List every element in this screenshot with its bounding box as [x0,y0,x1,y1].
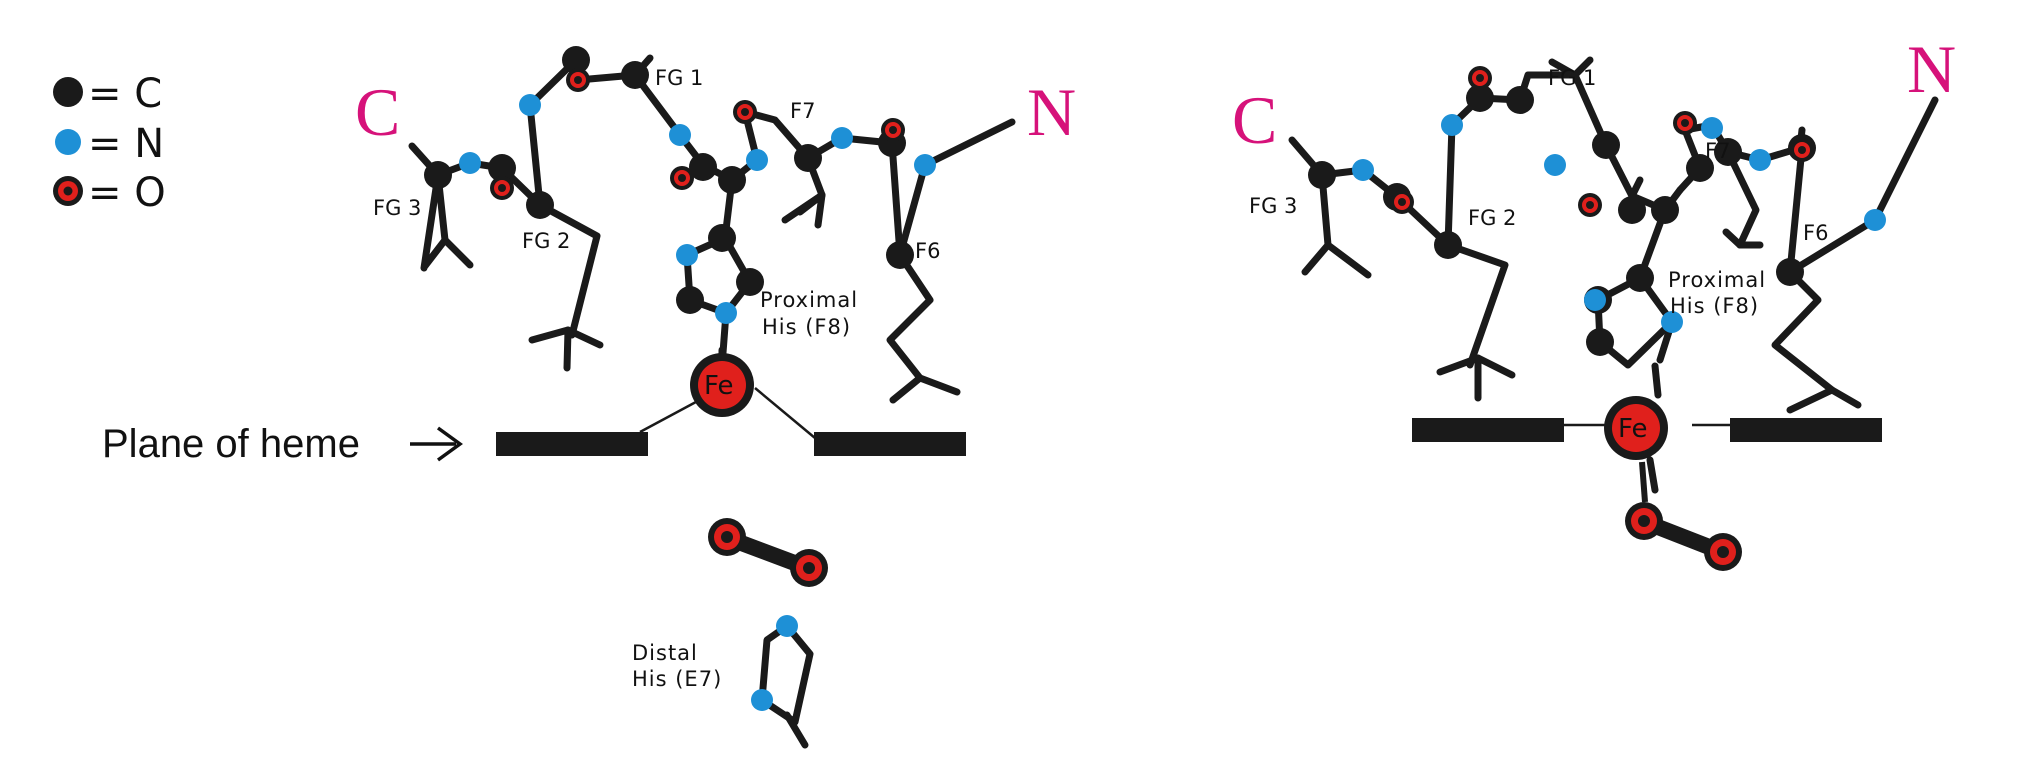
right-iron-label: Fe [1618,414,1648,444]
plane-arrow-icon [410,426,463,462]
right-molecule [1288,56,1939,494]
plane-of-heme-label: Plane of heme [102,422,360,466]
legend-nitrogen-icon [55,129,81,155]
left-iron-label: Fe [704,371,734,401]
right-fg2-label: FG 2 [1468,206,1516,230]
legend-nitrogen-label: = N [88,121,164,167]
left-n-terminus-label: N [1027,74,1076,150]
legend-carbon-label: = C [88,71,162,117]
distal-his-ring [751,615,814,749]
right-fg1-label: FG 1 [1548,66,1596,90]
left-f6-label: F6 [915,239,940,263]
legend-oxygen-label: = O [88,170,166,216]
distal-his-line2: His (E7) [632,667,722,691]
right-f6-label: F6 [1803,221,1828,245]
right-iron-atom [1604,396,1668,460]
left-iron-atom [690,346,754,417]
legend: = C = N = O [53,71,166,216]
legend-oxygen-icon [53,176,83,206]
right-n-terminus-label: N [1907,31,1956,107]
left-c-terminus-label: C [355,74,400,150]
right-c-terminus-label: C [1232,82,1277,158]
right-bound-o2 [1625,461,1742,571]
right-proximal-his-line1: Proximal [1668,268,1766,292]
left-f7-label: F7 [790,99,815,123]
right-fg3-label: FG 3 [1249,194,1297,218]
left-proximal-his-line2: His (F8) [762,315,851,339]
right-f7-label: F7 [1705,139,1730,163]
left-molecule [380,40,1100,420]
left-fg1-label: FG 1 [655,66,703,90]
left-fg2-label: FG 2 [522,229,570,253]
right-proximal-his-line2: His (F8) [1670,294,1759,318]
left-proximal-his-line1: Proximal [760,288,858,312]
distal-his-line1: Distal [632,641,698,665]
legend-carbon-icon [53,77,83,107]
right-heme-plane [1412,418,1882,442]
left-fg3-label: FG 3 [373,196,421,220]
left-free-o2 [708,518,828,587]
